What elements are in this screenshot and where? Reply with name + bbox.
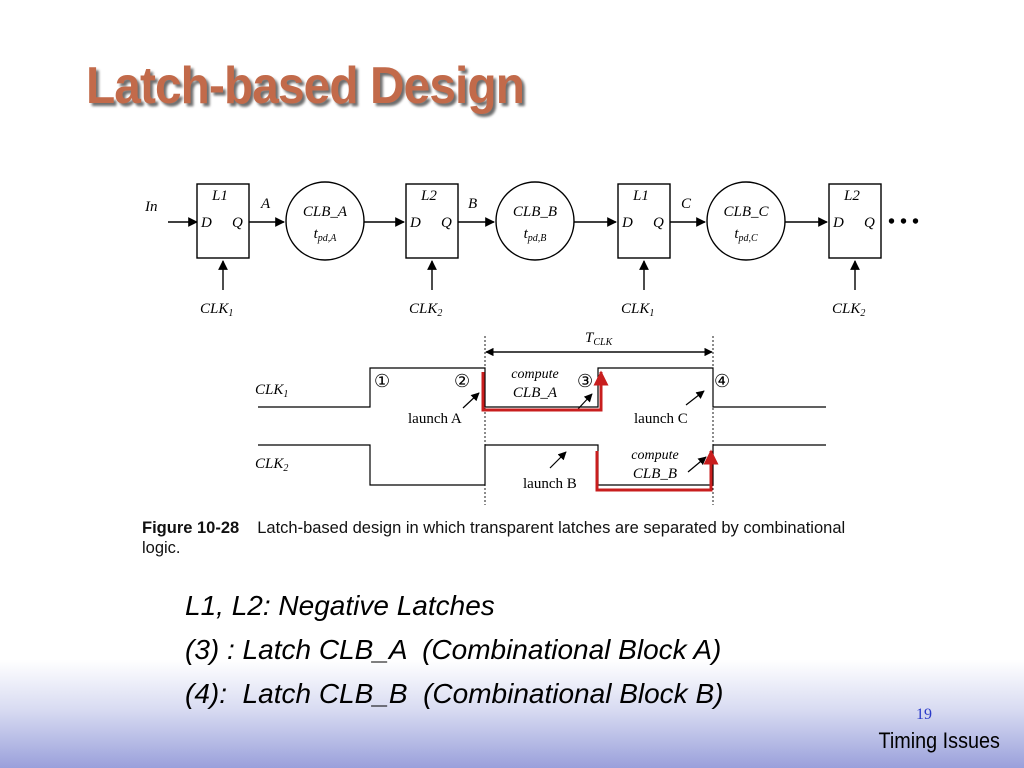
- svg-text:CLK1: CLK1: [200, 301, 233, 319]
- marker-3: ③: [577, 371, 593, 391]
- clk1-label-sub: 1: [283, 389, 288, 400]
- latch-2: [405, 183, 459, 259]
- clb-a-name: CLB_A: [303, 204, 348, 220]
- clk-label-3: CLK: [621, 301, 650, 317]
- clk-label-2: CLK: [409, 301, 438, 317]
- notes-list: L1, L2: Negative Latches (3) : Latch CLB…: [185, 584, 723, 716]
- clk2-label-sub: 2: [283, 463, 288, 474]
- continuation-dots: • • •: [888, 211, 919, 233]
- svg-text:CLK1: CLK1: [255, 382, 288, 400]
- svg-text:tpd,C: tpd,C: [734, 226, 758, 244]
- latch-1-name: L1: [211, 188, 228, 204]
- latch-3-d: D: [621, 215, 633, 231]
- clb-a-t-sub: pd,A: [317, 233, 338, 244]
- clb-b-circle: [495, 181, 575, 261]
- compute-a-line1: compute: [511, 367, 558, 382]
- svg-text:tpd,B: tpd,B: [524, 226, 547, 244]
- latch-2-q: Q: [441, 215, 452, 231]
- latch-diagram: In • • • L1 D Q L2 D Q L1 D Q L2 D Q A B…: [144, 181, 919, 505]
- clk-label-4-sub: 2: [860, 308, 865, 319]
- clk-label-4: CLK: [832, 301, 861, 317]
- latch-4-name: L2: [843, 188, 860, 204]
- net-c: C: [681, 196, 692, 212]
- launch-c-label: launch C: [634, 411, 688, 427]
- compute-a-highlight: [481, 370, 609, 412]
- net-b: B: [468, 196, 477, 212]
- svg-text:CLK2: CLK2: [409, 301, 442, 319]
- compute-b-line2: CLB_B: [633, 466, 677, 482]
- latch-4-q: Q: [864, 215, 875, 231]
- latch-4-d: D: [832, 215, 844, 231]
- svg-text:CLK1: CLK1: [621, 301, 654, 319]
- marker-4: ④: [714, 371, 730, 391]
- period-label-sub: CLK: [593, 337, 613, 348]
- svg-text:tpd,A: tpd,A: [314, 226, 338, 244]
- compute-a-line2: CLB_A: [513, 385, 558, 401]
- clk2-waveform: [258, 444, 826, 486]
- svg-text:CLK2: CLK2: [832, 301, 865, 319]
- latch-3-name: L1: [632, 188, 649, 204]
- period-label: T: [585, 330, 595, 346]
- clb-a-circle: [285, 181, 365, 261]
- figure-number: Figure 10-28: [142, 519, 240, 537]
- footer-gradient: [0, 660, 1024, 768]
- clb-c-t-sub: pd,C: [738, 233, 759, 244]
- clk-label-1: CLK: [200, 301, 229, 317]
- figure-caption-text: Latch-based design in which transparent …: [142, 519, 846, 557]
- latch-1-q: Q: [232, 215, 243, 231]
- latch-1: [196, 183, 250, 259]
- clb-b-name: CLB_B: [513, 204, 557, 220]
- slide-title: Latch-based Design: [86, 57, 525, 115]
- timing-diagram: [258, 336, 826, 505]
- latch-4: [828, 183, 882, 259]
- latch-2-d: D: [409, 215, 421, 231]
- marker-2: ②: [454, 371, 470, 391]
- clk2-label: CLK: [255, 456, 284, 472]
- clb-c-name: CLB_C: [723, 204, 769, 220]
- footer-title: Timing Issues: [878, 728, 1000, 753]
- latch-1-d: D: [200, 215, 212, 231]
- page-number: 19: [916, 706, 932, 723]
- clb-b-t: t: [524, 226, 529, 242]
- svg-text:CLK2: CLK2: [255, 456, 288, 474]
- latch-3: [617, 183, 671, 259]
- compute-b-line1: compute: [631, 448, 678, 463]
- clk1-waveform: [258, 367, 826, 408]
- clk1-label: CLK: [255, 382, 284, 398]
- launch-b-label: launch B: [523, 476, 577, 492]
- clb-b-t-sub: pd,B: [527, 233, 547, 244]
- schematic: [168, 181, 882, 290]
- note-item: (3) : Latch CLB_A (Combinational Block A…: [185, 634, 722, 665]
- svg-text:TCLK: TCLK: [585, 330, 614, 348]
- marker-1: ①: [374, 371, 390, 391]
- launch-a-label: launch A: [408, 411, 462, 427]
- clk-label-2-sub: 2: [437, 308, 442, 319]
- compute-b-highlight: [595, 449, 719, 492]
- latch-3-q: Q: [653, 215, 664, 231]
- clb-c-t: t: [734, 226, 739, 242]
- clb-a-t: t: [314, 226, 319, 242]
- clk-label-1-sub: 1: [228, 308, 233, 319]
- note-item: L1, L2: Negative Latches: [185, 590, 495, 621]
- clk-label-3-sub: 1: [649, 308, 654, 319]
- net-a: A: [260, 196, 271, 212]
- latch-2-name: L2: [420, 188, 437, 204]
- note-item: (4): Latch CLB_B (Combinational Block B): [185, 678, 724, 709]
- input-label: In: [144, 199, 158, 215]
- clb-c-circle: [706, 181, 786, 261]
- compute-highlight: [481, 370, 719, 492]
